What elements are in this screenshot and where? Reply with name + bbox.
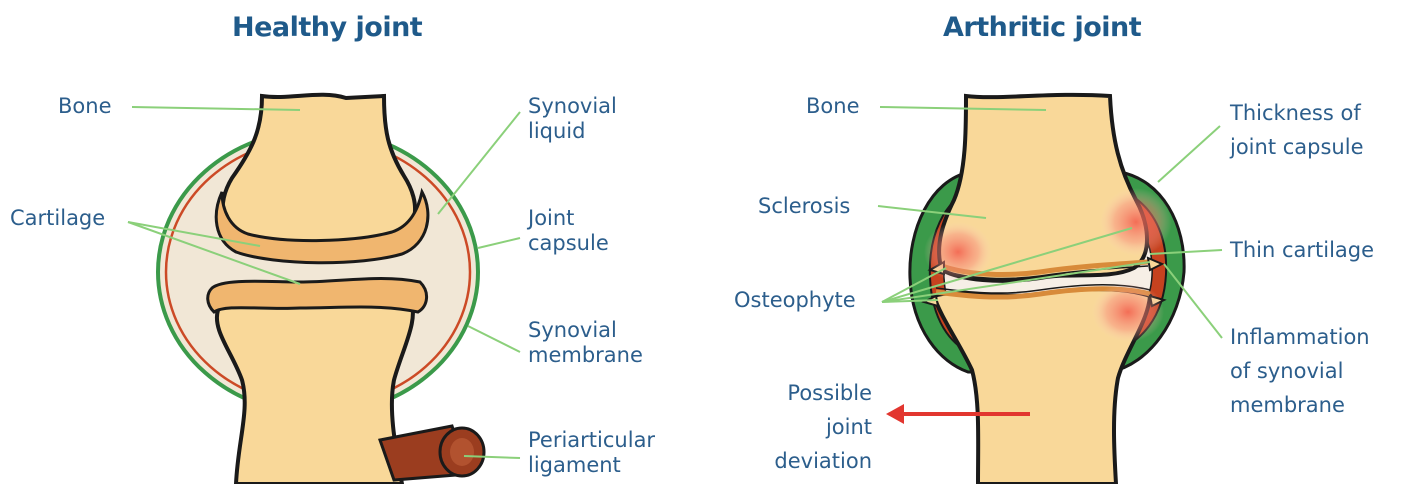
osteophyte-label: Osteophyte: [734, 288, 856, 313]
arthritic-joint-illustration: [878, 95, 1222, 484]
arthritic-bone-label: Bone: [806, 94, 859, 119]
healthy-joint-title: Healthy joint: [232, 12, 422, 43]
thickness-of-joint-capsule-label: Thickness of joint capsule: [1230, 96, 1364, 164]
healthy-lower-bone: [217, 298, 413, 484]
inflammation-glow-right-upper: [1100, 188, 1172, 256]
healthy-upper-bone: [223, 95, 415, 249]
healthy-lower-cartilage: [208, 278, 427, 312]
healthy-joint-illustration: [128, 95, 520, 484]
synovial-membrane-label: Synovial membrane: [528, 318, 643, 368]
healthy-bone-label: Bone: [58, 94, 111, 119]
healthy-cartilage-label: Cartilage: [10, 206, 105, 231]
synovial-liquid-label: Synovial liquid: [528, 94, 617, 144]
periarticular-ligament-label: Periarticular ligament: [528, 428, 655, 478]
joint-capsule-label: Joint capsule: [528, 206, 609, 256]
inflammation-of-synovial-membrane-label: Inflammation of synovial membrane: [1230, 320, 1370, 422]
inflammation-glow-right-lower: [1092, 282, 1164, 342]
arthritic-joint-title: Arthritic joint: [943, 12, 1141, 43]
thin-cartilage-label: Thin cartilage: [1230, 238, 1374, 263]
sclerosis-label: Sclerosis: [758, 194, 850, 219]
possible-joint-deviation-label: Possible joint deviation: [760, 376, 872, 478]
